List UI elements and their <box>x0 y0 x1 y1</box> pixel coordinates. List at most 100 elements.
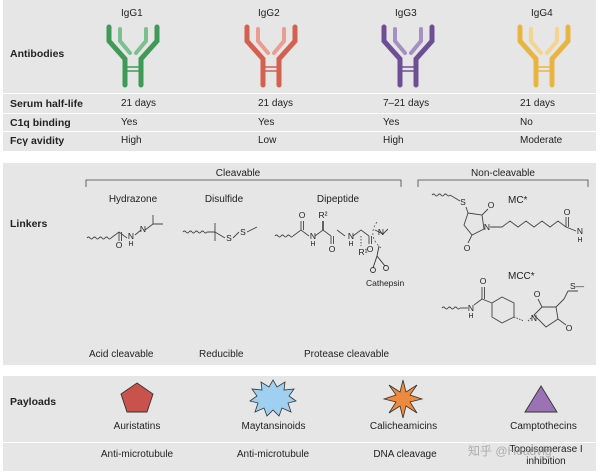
non-cleavable-header: Non-cleavable <box>471 168 535 179</box>
igg1-antibody-icon <box>106 24 160 88</box>
payloads-panel: Payloads Auristatins Anti-microtubule Ma… <box>3 376 596 471</box>
atom-label: O <box>329 244 336 254</box>
igg2-c1q: Yes <box>258 117 275 128</box>
calicheamicins-label: Calicheamicins <box>369 421 438 432</box>
atom-label: O <box>464 243 471 253</box>
igg1-half-life: 21 days <box>121 98 157 109</box>
atom-label: H <box>128 241 133 248</box>
hydrazone-structure: O N H N <box>86 215 163 250</box>
heavy-chain-left <box>517 24 539 88</box>
camptothecins-label: Camptothecins <box>510 421 577 432</box>
divider <box>3 93 596 94</box>
atom-label: S <box>226 233 232 243</box>
divider <box>3 131 596 132</box>
maytansinoids-label: Maytansinoids <box>241 421 306 432</box>
igg3-c1q: Yes <box>383 117 400 128</box>
heavy-chain-right <box>276 24 298 88</box>
igg2-antibody-icon <box>244 24 298 88</box>
atom-label: O <box>488 200 495 210</box>
igg4-antibody-icon <box>517 24 571 88</box>
serum-half-life-label: Serum half-life <box>10 98 83 110</box>
atom-label: N <box>531 313 537 323</box>
igg1-c1q: Yes <box>121 117 138 128</box>
non-cleavable-bracket <box>417 179 589 187</box>
heavy-chain-right <box>549 24 571 88</box>
light-chain-left <box>256 27 270 55</box>
atom-label: N <box>468 303 474 313</box>
light-chain-left <box>529 27 543 55</box>
antibodies-panel: Antibodies Serum half-life C1q binding F… <box>3 0 596 151</box>
atom-label: O <box>299 210 306 220</box>
igg4-avidity: Moderate <box>520 135 563 146</box>
atom-label: N <box>128 231 134 241</box>
igg4-c1q: No <box>520 117 533 128</box>
acid-cleavable-label: Acid cleavable <box>89 349 154 360</box>
isotype-name: IgG2 <box>258 8 280 19</box>
atom-label: S <box>460 197 466 207</box>
cleavable-bracket <box>85 179 402 187</box>
isotype-name: IgG1 <box>121 8 143 19</box>
atom-label: O <box>116 240 123 250</box>
igg2-avidity: Low <box>258 135 277 146</box>
mcc-label: MCC* <box>508 271 535 282</box>
light-chain-right <box>134 27 148 55</box>
atom-label: R² <box>319 210 328 220</box>
igg3-antibody-icon <box>381 24 435 88</box>
payloads-row-label: Payloads <box>10 396 57 408</box>
calicheamicins-target: DNA cleavage <box>373 449 437 460</box>
cleavable-header: Cleavable <box>215 168 261 179</box>
reducible-label: Reducible <box>199 349 244 360</box>
maytansinoids-target: Anti-microtubule <box>236 449 310 460</box>
isotype-name: IgG4 <box>531 8 553 19</box>
mc-structure: S O N O O N H <box>431 193 583 253</box>
heavy-chain-left <box>106 24 128 88</box>
atom-label: O <box>566 323 573 333</box>
disulfide-structure: S S <box>182 223 258 243</box>
heavy-chain-right <box>413 24 435 88</box>
heavy-chain-right <box>138 24 160 88</box>
light-chain-left <box>393 27 407 55</box>
igg4-half-life: 21 days <box>520 98 556 109</box>
atom-label: O <box>480 276 487 286</box>
spiky-star-icon <box>382 379 424 419</box>
triangle-icon <box>524 385 558 413</box>
atom-label: R¹ <box>359 247 368 257</box>
light-chain-right <box>409 27 423 55</box>
atom-label: S— <box>570 281 585 291</box>
starburst-icon <box>249 379 297 417</box>
light-chain-right <box>545 27 559 55</box>
dipeptide-structure: N H R² N H R¹ O O O N <box>274 210 389 273</box>
disulfide-label: Disulfide <box>204 194 244 205</box>
atom-label: N <box>348 231 354 241</box>
mc-label: MC* <box>508 195 528 206</box>
auristatins-label: Auristatins <box>113 421 161 432</box>
atom-label: N <box>378 227 384 237</box>
divider <box>3 113 596 114</box>
atom-label: N <box>577 226 583 236</box>
atom-label: O <box>564 207 571 217</box>
protease-cleavable-label: Protease cleavable <box>304 349 390 360</box>
atom-label: N <box>140 224 146 234</box>
igg3-half-life: 7–21 days <box>383 98 430 109</box>
igg3-avidity: High <box>383 135 404 146</box>
igg1-avidity: High <box>121 135 142 146</box>
atom-label: H <box>310 241 315 248</box>
atom-label: H <box>577 237 582 244</box>
mcc-structure: N H O O N O S— <box>441 276 585 333</box>
c1q-binding-label: C1q binding <box>10 117 71 129</box>
camptothecins-target: Topoisomerase I inhibition <box>509 444 583 467</box>
linkers-row-label: Linkers <box>10 218 48 230</box>
isotype-name: IgG3 <box>395 8 417 19</box>
fc-avidity-label: Fcγ avidity <box>10 135 65 147</box>
atom-label: O <box>367 244 374 254</box>
heavy-chain-left <box>381 24 403 88</box>
atom-label: O <box>534 289 541 299</box>
atom-label: H <box>468 313 473 320</box>
atom-label: N <box>310 231 316 241</box>
linkers-panel: Linkers Cleavable Non-cleavable Hydrazon… <box>3 163 596 365</box>
watermark: 知乎 @Headvig <box>468 444 552 458</box>
atom-label: H <box>348 241 353 248</box>
hydrazone-label: Hydrazone <box>108 194 158 205</box>
atom-label: N <box>484 222 490 232</box>
igg2-half-life: 21 days <box>258 98 294 109</box>
